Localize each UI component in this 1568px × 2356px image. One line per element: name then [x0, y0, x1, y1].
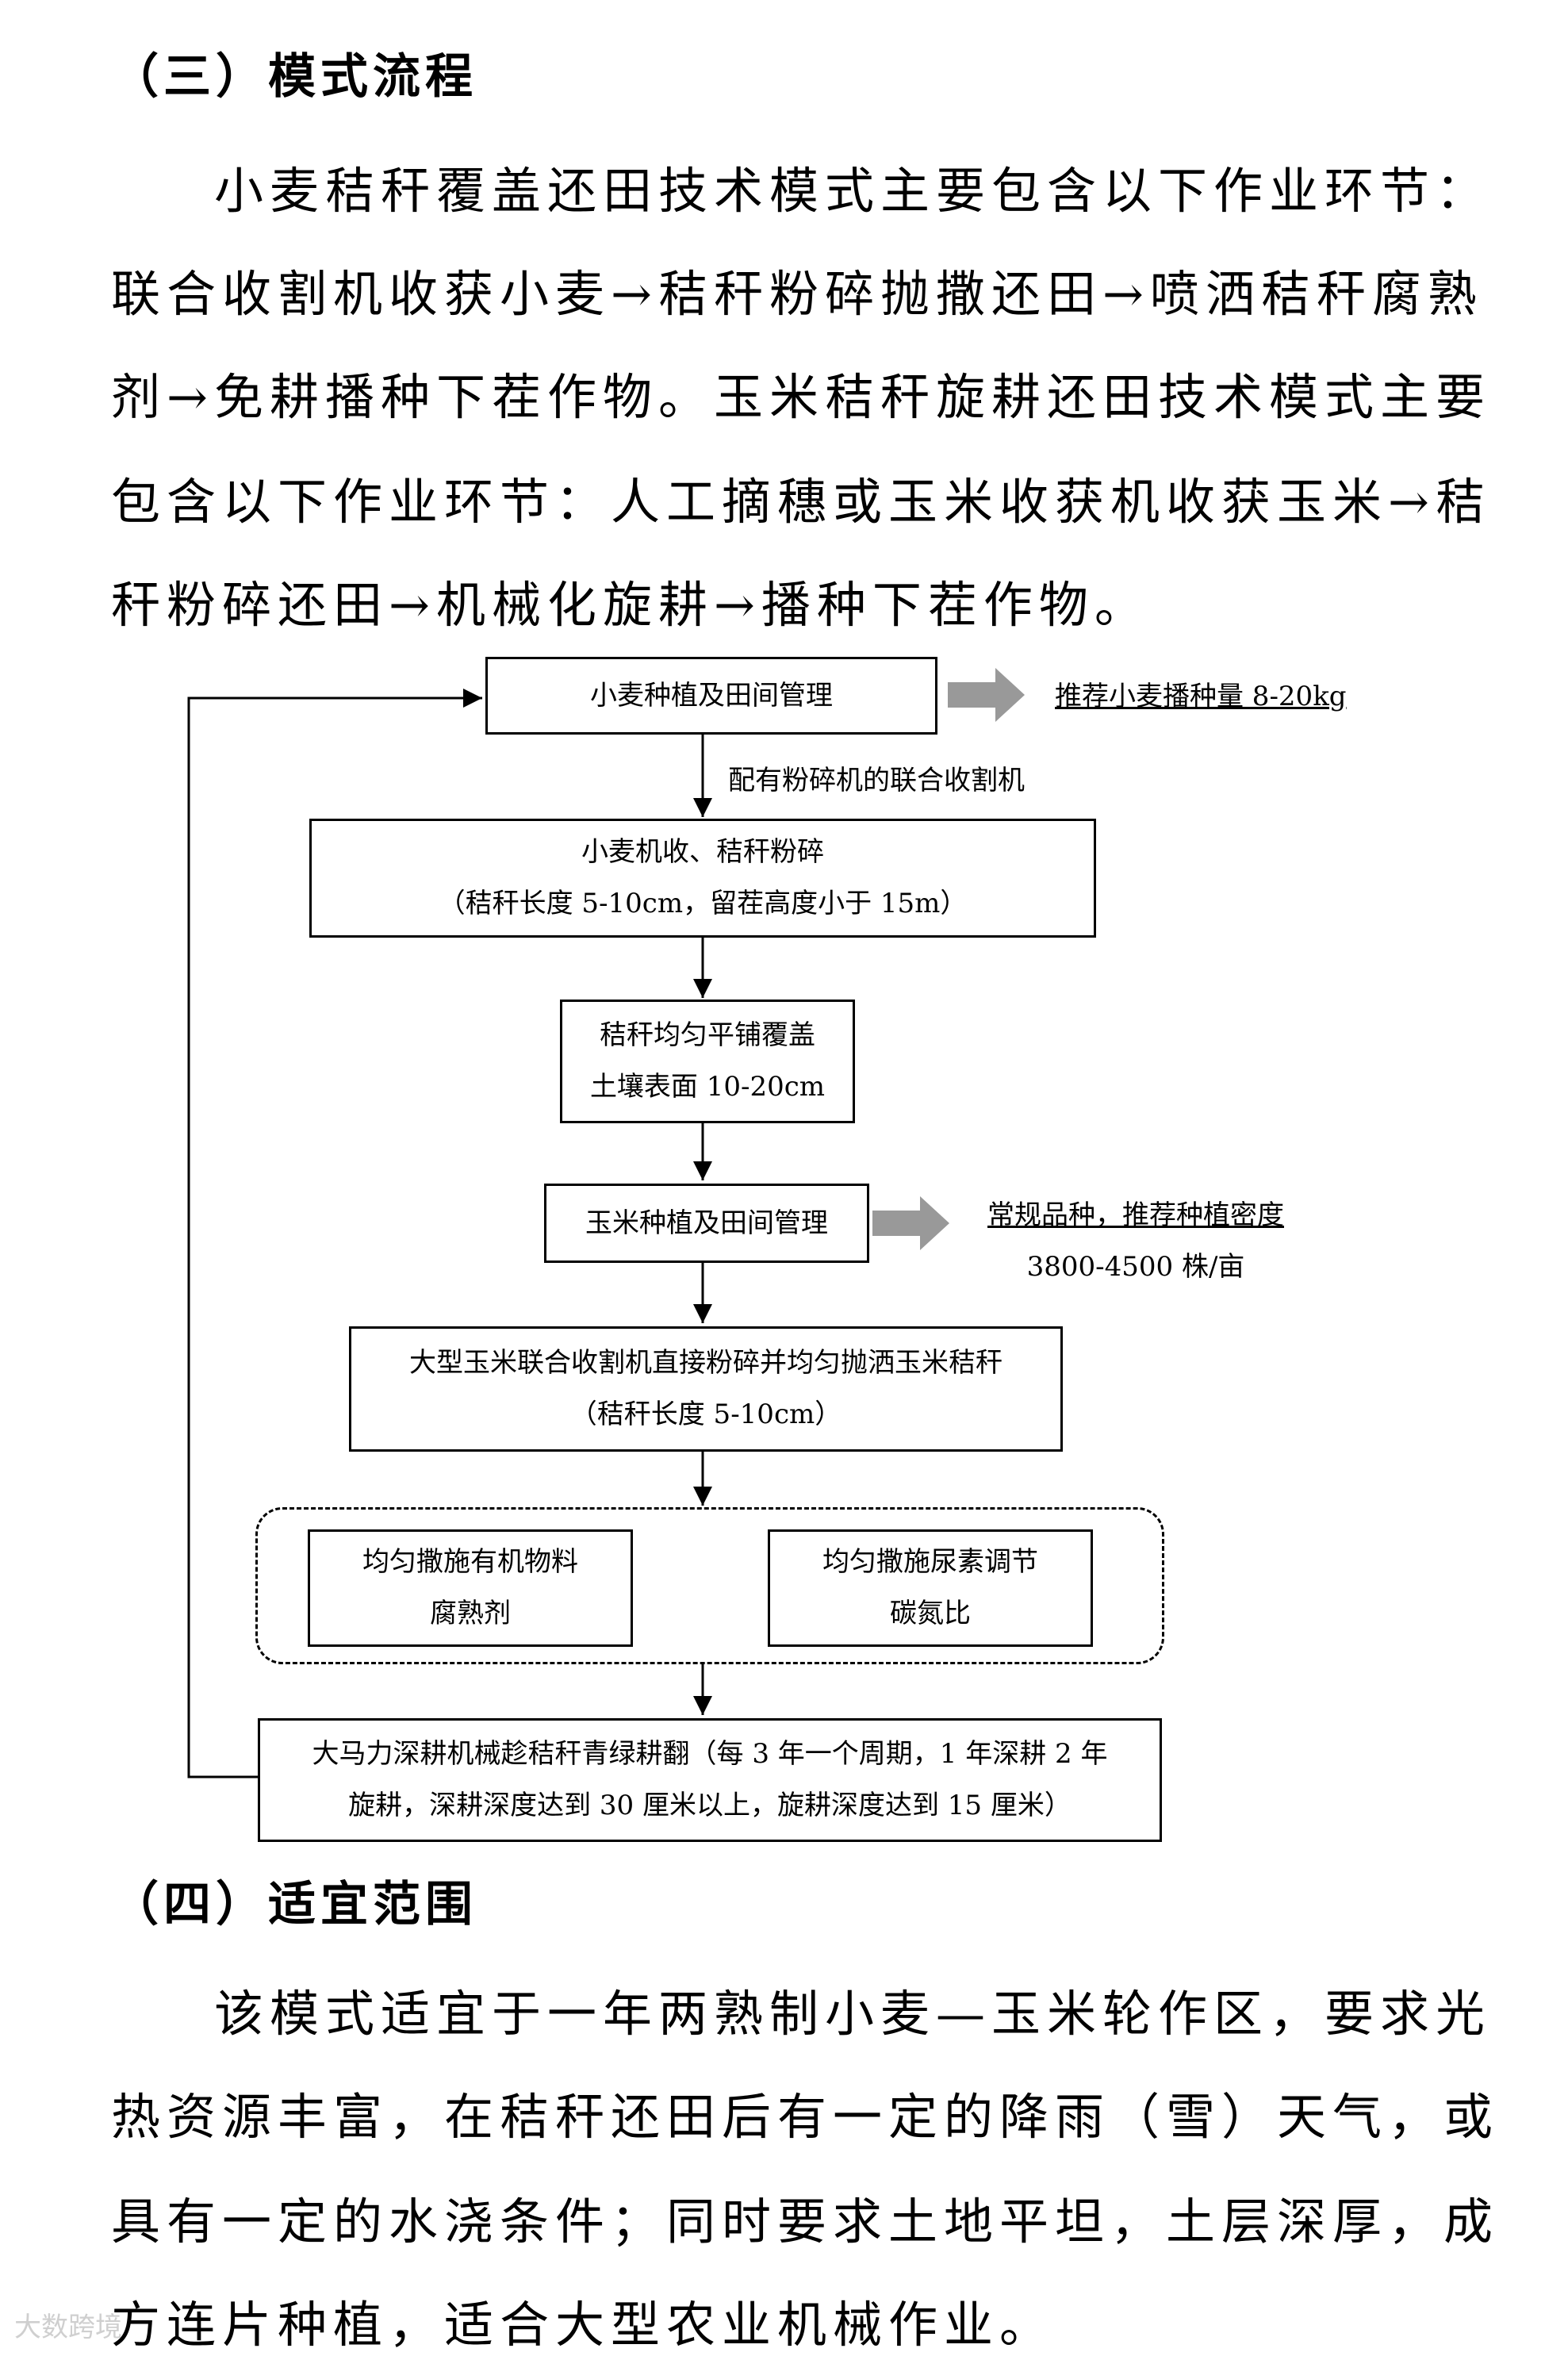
grey-arrow-step1-note — [948, 668, 1025, 722]
watermark-logo: 大数跨境 — [14, 2312, 122, 2343]
step6a-line1: 均匀撒施有机物料 — [362, 1546, 578, 1579]
step6a-line2: 腐熟剂 — [430, 1598, 511, 1629]
paragraph-line: 该模式适宜于一年两熟制小麦—玉米轮作区，要求光 — [214, 1985, 1492, 2043]
step3-line2: 土壤表面 10-20cm — [589, 1071, 826, 1103]
paragraph-line: 联合收割机收获小麦→秸秆粉碎抛撒还田→喷洒秸秆腐熟 — [111, 265, 1483, 323]
edge-label-harvester: 配有粉碎机的联合收割机 — [728, 765, 1025, 796]
step6b-line1: 均匀撒施尿素调节 — [822, 1546, 1038, 1579]
feedback-loop-line — [187, 689, 482, 1779]
step6b-line2: 碳氮比 — [890, 1598, 971, 1629]
section-heading-applicable-scope: （四）适宜范围 — [111, 1877, 477, 1932]
step4-note-line2: 3800-4500 株/亩 — [1026, 1250, 1245, 1283]
step4-note: 常规品种，推荐种植密度 3800-4500 株/亩 — [987, 1190, 1284, 1292]
step6b-box: 均匀撒施尿素调节 碳氮比 — [768, 1529, 1093, 1647]
step4-box: 玉米种植及田间管理 — [544, 1184, 869, 1263]
step1-box: 小麦种植及田间管理 — [485, 657, 937, 735]
paragraph-line: 剂→免耕播种下茬作物。玉米秸秆旋耕还田技术模式主要 — [111, 368, 1491, 426]
step1-note: 推荐小麦播种量 8-20kg — [1055, 681, 1347, 712]
parallel-step-group — [255, 1507, 1164, 1664]
paragraph-line: 方连片种植，适合大型农业机械作业。 — [111, 2296, 1056, 2354]
step3-box: 秸秆均匀平铺覆盖 土壤表面 10-20cm — [560, 1000, 855, 1123]
paragraph-line: 小麦秸秆覆盖还田技术模式主要包含以下作业环节： — [214, 162, 1492, 220]
paragraph-line: 秆粉碎还田→机械化旋耕→播种下茬作物。 — [111, 576, 1150, 634]
step7-line1: 大马力深耕机械趁秸秆青绿耕翻（每 3 年一个周期，1 年深耕 2 年 — [312, 1738, 1108, 1771]
grey-arrow-step4-note — [872, 1196, 949, 1250]
step6a-box: 均匀撒施有机物料 腐熟剂 — [308, 1529, 633, 1647]
paragraph-line: 具有一定的水浇条件；同时要求土地平坦，土层深厚，成 — [111, 2193, 1500, 2250]
step5-line1: 大型玉米联合收割机直接粉碎并均匀抛洒玉米秸秆 — [409, 1347, 1003, 1379]
step3-line1: 秸秆均匀平铺覆盖 — [600, 1019, 815, 1052]
step7-box: 大马力深耕机械趁秸秆青绿耕翻（每 3 年一个周期，1 年深耕 2 年 旋耕，深耕… — [258, 1718, 1162, 1842]
step1-label: 小麦种植及田间管理 — [590, 679, 833, 712]
step5-line2: （秸秆长度 5-10cm） — [569, 1399, 842, 1430]
paragraph-line: 热资源丰富，在秸秆还田后有一定的降雨（雪）天气，或 — [111, 2088, 1500, 2146]
step7-line2: 旋耕，深耕深度达到 30 厘米以上，旋耕深度达到 15 厘米） — [348, 1790, 1072, 1821]
step2-box: 小麦机收、秸秆粉碎 （秸秆长度 5-10cm，留茬高度小于 15m） — [309, 819, 1096, 938]
section-heading-mode-process: （三）模式流程 — [111, 49, 477, 105]
step4-label: 玉米种植及田间管理 — [585, 1207, 828, 1239]
paragraph-line: 包含以下作业环节：人工摘穗或玉米收获机收获玉米→秸 — [111, 473, 1491, 531]
step2-line1: 小麦机收、秸秆粉碎 — [581, 836, 824, 869]
step2-line2: （秸秆长度 5-10cm，留茬高度小于 15m） — [438, 888, 968, 919]
step5-box: 大型玉米联合收割机直接粉碎并均匀抛洒玉米秸秆 （秸秆长度 5-10cm） — [349, 1326, 1063, 1452]
step4-note-line1: 常规品种，推荐种植密度 — [987, 1199, 1284, 1231]
